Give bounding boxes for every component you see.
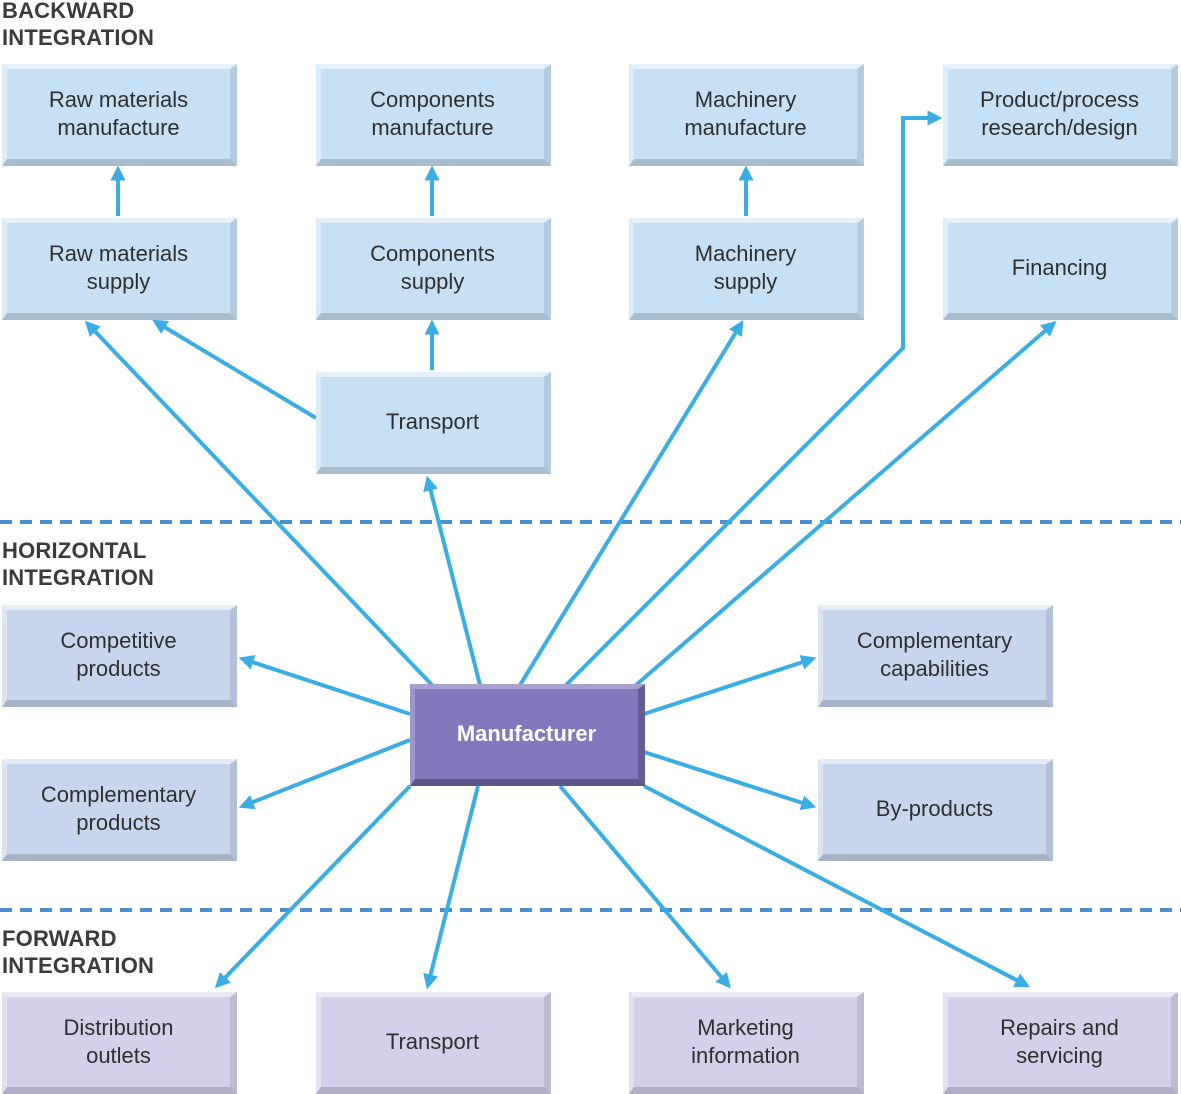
box-text-line: Distribution (63, 1015, 174, 1040)
arrow-manufacturer-to-forward-transport (423, 785, 480, 990)
label-line: HORIZONTAL (2, 538, 147, 563)
horizontal-integration-label: HORIZONTAL INTEGRATION (2, 537, 154, 591)
machinery-manufacture-box: Machinery manufacture (629, 64, 864, 166)
arrow-manufacturer-to-repairs (643, 784, 1031, 988)
box-text-line: products (76, 810, 161, 835)
box-text-line: Manufacturer (456, 721, 597, 746)
box-text-line: Components (370, 241, 495, 266)
label-line: INTEGRATION (2, 953, 155, 978)
label-line: INTEGRATION (2, 565, 155, 590)
label-line: INTEGRATION (2, 25, 155, 50)
forward-transport-box: Transport (316, 992, 551, 1094)
box-text-line: Raw materials (48, 87, 189, 112)
backward-integration-label: BACKWARD INTEGRATION (2, 0, 154, 51)
raw-materials-manufacture-box: Raw materials manufacture (2, 64, 237, 166)
box-text-line: Marketing (697, 1015, 794, 1040)
box-text-line: supply (713, 269, 778, 294)
box-text-line: products (76, 656, 161, 681)
marketing-information-box: Marketing information (629, 992, 864, 1094)
box-text-line: Machinery (694, 87, 797, 112)
box-text-line: capabilities (880, 656, 989, 681)
label-line: BACKWARD (2, 0, 135, 23)
machinery-supply-box: Machinery supply (629, 218, 864, 320)
box-text-line: Financing (1011, 255, 1108, 280)
arrow-manufacturer-to-distribution-outlets (214, 784, 412, 989)
complementary-products-box: Complementary products (2, 759, 237, 861)
box-text-line: Components (370, 87, 495, 112)
arrow-manufacturer-to-transport (423, 475, 482, 686)
arrow-manufacturer-to-financing (634, 321, 1057, 687)
complementary-capabilities-box: Complementary capabilities (818, 605, 1053, 707)
arrow-manufacturer-to-complementary-capabilities (643, 655, 817, 716)
box-text-line: Repairs and (1000, 1015, 1119, 1040)
box-text-line: manufacture (371, 115, 494, 140)
competitive-products-box: Competitive products (2, 605, 237, 707)
repairs-and-servicing-box: Repairs and servicing (943, 992, 1178, 1094)
arrow-manufacturer-to-competitive-products (238, 655, 411, 716)
backward-transport-box: Transport (316, 372, 551, 474)
raw-materials-supply-box: Raw materials supply (2, 218, 237, 320)
box-text-line: Raw materials (48, 241, 189, 266)
box-text-line: supply (86, 269, 151, 294)
box-text-line: Competitive (60, 628, 177, 653)
box-text-line: supply (400, 269, 465, 294)
arrow-manufacturer-to-by-products (643, 750, 817, 810)
box-text-line: outlets (86, 1043, 151, 1068)
box-text-line: By-products (875, 796, 994, 821)
arrow-manufacturer-to-marketing-information (558, 784, 731, 989)
components-supply-box: Components supply (316, 218, 551, 320)
label-line: FORWARD (2, 926, 117, 951)
box-text-line: manufacture (57, 115, 180, 140)
box-text-line: Transport (385, 409, 480, 434)
components-manufacture-box: Components manufacture (316, 64, 551, 166)
product-process-research-box: Product/process research/design (943, 64, 1178, 166)
box-text-line: research/design (981, 115, 1138, 140)
forward-integration-label: FORWARD INTEGRATION (2, 925, 154, 979)
by-products-box: By-products (818, 759, 1053, 861)
arrow-transport-to-raw-supply (152, 319, 318, 420)
financing-box: Financing (943, 218, 1178, 320)
distribution-outlets-box: Distribution outlets (2, 992, 237, 1094)
box-text-line: Machinery (694, 241, 797, 266)
box-text-line: Product/process (980, 87, 1139, 112)
box-text-line: servicing (1016, 1043, 1103, 1068)
box-text-line: information (691, 1043, 800, 1068)
arrow-manufacturer-to-research (564, 110, 943, 687)
arrow-manufacturer-to-complementary-products (238, 738, 411, 810)
box-text-line: Complementary (856, 628, 1013, 653)
arrow-manufacturer-to-machinery-supply (518, 320, 744, 687)
manufacturer-box: Manufacturer (410, 684, 645, 786)
arrow-manufacturer-to-raw-supply (84, 320, 434, 687)
box-text-line: manufacture (684, 115, 807, 140)
box-text-line: Complementary (40, 782, 197, 807)
box-text-line: Transport (385, 1029, 480, 1054)
